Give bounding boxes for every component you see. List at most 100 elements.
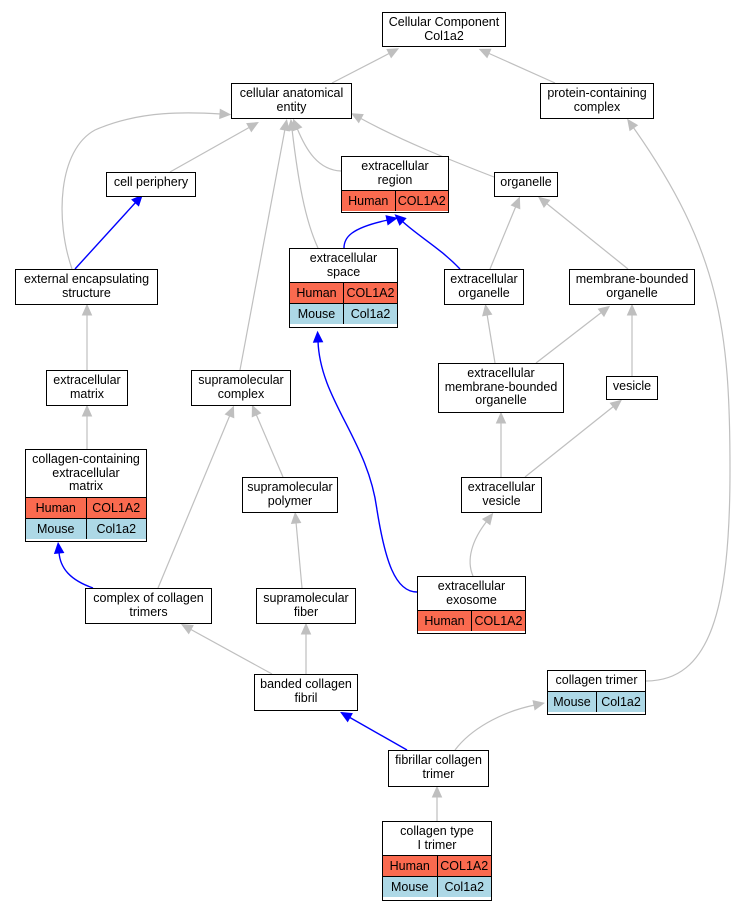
node-label: extracellular organelle — [450, 272, 518, 300]
species-label: Mouse — [36, 521, 75, 536]
node-supramolecular-complex[interactable]: supramolecular complex — [191, 370, 291, 406]
edge-ves-mbo-arrowhead — [626, 303, 638, 316]
annotation-row-mouse: Mouse Col1a2 — [290, 303, 397, 324]
species-label: Human — [296, 286, 337, 300]
node-collagen-trimer[interactable]: collagen trimer Mouse Col1a2 — [547, 670, 646, 715]
edge-ees-cp-arrowhead — [131, 194, 143, 207]
edge-embo-mbo-arrowhead — [597, 305, 611, 318]
species-label: Mouse — [390, 880, 429, 894]
edge-eo-er — [401, 220, 461, 270]
node-collagen-containing-extracellular-matrix[interactable]: collagen-containing extracellular matrix… — [25, 449, 147, 542]
node-protein-containing-complex[interactable]: protein-containing complex — [540, 83, 654, 119]
edge-ees-cp — [74, 201, 137, 270]
gene-label: COL1A2 — [85, 497, 147, 518]
species-label: Mouse — [553, 694, 591, 709]
node-collagen-type-i-trimer[interactable]: collagen type I trimer Human COL1A2 Mous… — [382, 821, 492, 901]
edge-fct-ct — [454, 704, 536, 751]
gene-label: COL1A2 — [471, 611, 525, 631]
node-extracellular-membrane-bounded-organelle[interactable]: extracellular membrane-bounded organelle — [438, 363, 564, 413]
edge-eo-org-arrowhead — [510, 196, 521, 210]
edge-bcf-smf-arrowhead — [300, 622, 312, 635]
node-extracellular-region[interactable]: extracellular region Human COL1A2 — [341, 156, 449, 213]
gene-label: COL1A2 — [394, 191, 449, 211]
node-membrane-bounded-organelle[interactable]: membrane-bounded organelle — [569, 269, 695, 305]
node-supramolecular-fiber[interactable]: supramolecular fiber — [256, 588, 356, 624]
node-label: extracellular vesicle — [467, 480, 536, 508]
annotation-row-human: Human COL1A2 — [290, 282, 397, 303]
edge-fct-bcf — [348, 716, 408, 751]
node-extracellular-organelle[interactable]: extracellular organelle — [444, 269, 524, 305]
node-label: fibrillar collagen trimer — [395, 753, 482, 781]
edge-cp-cae — [169, 126, 251, 173]
node-cell-periphery[interactable]: cell periphery — [106, 172, 196, 197]
edge-mbo-org — [545, 202, 629, 270]
edge-ct1-fct-arrowhead — [431, 785, 443, 798]
node-cellular-anatomical-entity[interactable]: cellular anatomical entity — [231, 83, 352, 119]
node-supramolecular-polymer[interactable]: supramolecular polymer — [242, 477, 338, 513]
node-label: protein-containing complex — [547, 86, 647, 114]
annotation-row-mouse: Mouse Col1a2 — [383, 876, 491, 897]
annotation-row-human: Human COL1A2 — [342, 190, 448, 211]
node-extracellular-exosome[interactable]: extracellular exosome Human COL1A2 — [417, 576, 526, 634]
edge-eo-org — [489, 205, 517, 270]
node-label: supramolecular complex — [198, 373, 284, 401]
species-label: Human — [424, 614, 465, 628]
edge-bcf-cct-arrowhead — [181, 624, 194, 635]
gene-label: COL1A2 — [343, 283, 397, 303]
edge-cct-ccem — [58, 551, 94, 589]
node-label: external encapsulating structure — [23, 272, 150, 300]
node-label: vesicle — [612, 379, 652, 393]
node-label: extracellular membrane-bounded organelle — [444, 366, 558, 407]
gene-label: Col1a2 — [436, 877, 492, 897]
annotation-row-human: Human COL1A2 — [383, 855, 491, 876]
edge-es-er — [343, 219, 389, 249]
edge-cae-root — [331, 52, 391, 84]
annotation-row-mouse: Mouse Col1a2 — [548, 690, 645, 712]
gene-label: Col1a2 — [343, 304, 397, 324]
node-organelle[interactable]: organelle — [494, 172, 558, 197]
node-label: complex of collagen trimers — [93, 591, 204, 619]
node-banded-collagen-fibril[interactable]: banded collagen fibril — [254, 674, 358, 711]
edge-smc-cae-arrowhead — [279, 118, 290, 132]
species-label: Mouse — [297, 307, 336, 321]
node-vesicle[interactable]: vesicle — [606, 376, 658, 400]
node-extracellular-space[interactable]: extracellular space Human COL1A2 Mouse C… — [289, 248, 398, 328]
species-label: Human — [35, 500, 76, 515]
node-cellular-component[interactable]: Cellular Component Col1a2 — [382, 12, 506, 47]
node-label: Cellular Component Col1a2 — [388, 15, 500, 43]
edge-fct-bcf-arrowhead — [340, 711, 353, 723]
edge-exo-ev-arrowhead — [481, 512, 494, 526]
edge-smf-smp — [295, 521, 303, 589]
edge-embo-eo-arrowhead — [482, 303, 493, 317]
node-label: extracellular region — [361, 159, 429, 187]
species-label: Human — [348, 194, 389, 208]
edge-cct-smc — [157, 414, 231, 589]
node-label: supramolecular polymer — [247, 480, 333, 508]
node-label: collagen-containing extracellular matrix — [32, 452, 140, 493]
edge-cae-root-arrowhead — [386, 48, 400, 59]
edge-mbo-org-arrowhead — [538, 196, 551, 209]
node-label: extracellular matrix — [53, 373, 121, 401]
edge-embo-eo — [486, 313, 496, 364]
edge-org-cae — [359, 117, 495, 178]
edge-cct-ccem-arrowhead — [53, 541, 65, 555]
gene-label: Col1a2 — [596, 691, 645, 712]
edge-es-cae-arrowhead — [286, 118, 298, 132]
node-complex-of-collagen-trimers[interactable]: complex of collagen trimers — [85, 588, 212, 624]
node-fibrillar-collagen-trimer[interactable]: fibrillar collagen trimer — [388, 750, 489, 787]
node-label: supramolecular fiber — [263, 591, 349, 619]
node-extracellular-matrix[interactable]: extracellular matrix — [46, 370, 128, 406]
node-label: collagen trimer — [555, 673, 638, 687]
edge-smf-smp-arrowhead — [290, 511, 302, 524]
node-label: extracellular exosome — [437, 579, 506, 607]
edge-bcf-cct — [189, 628, 273, 675]
node-extracellular-vesicle[interactable]: extracellular vesicle — [461, 477, 542, 513]
edge-smp-smc-arrowhead — [251, 404, 262, 418]
node-external-encapsulating-structure[interactable]: external encapsulating structure — [15, 269, 158, 305]
edge-ev-ves-arrowhead — [609, 399, 622, 412]
node-label: membrane-bounded organelle — [575, 272, 689, 300]
edge-smc-cae — [239, 128, 286, 371]
edge-fct-ct-arrowhead — [532, 700, 546, 711]
